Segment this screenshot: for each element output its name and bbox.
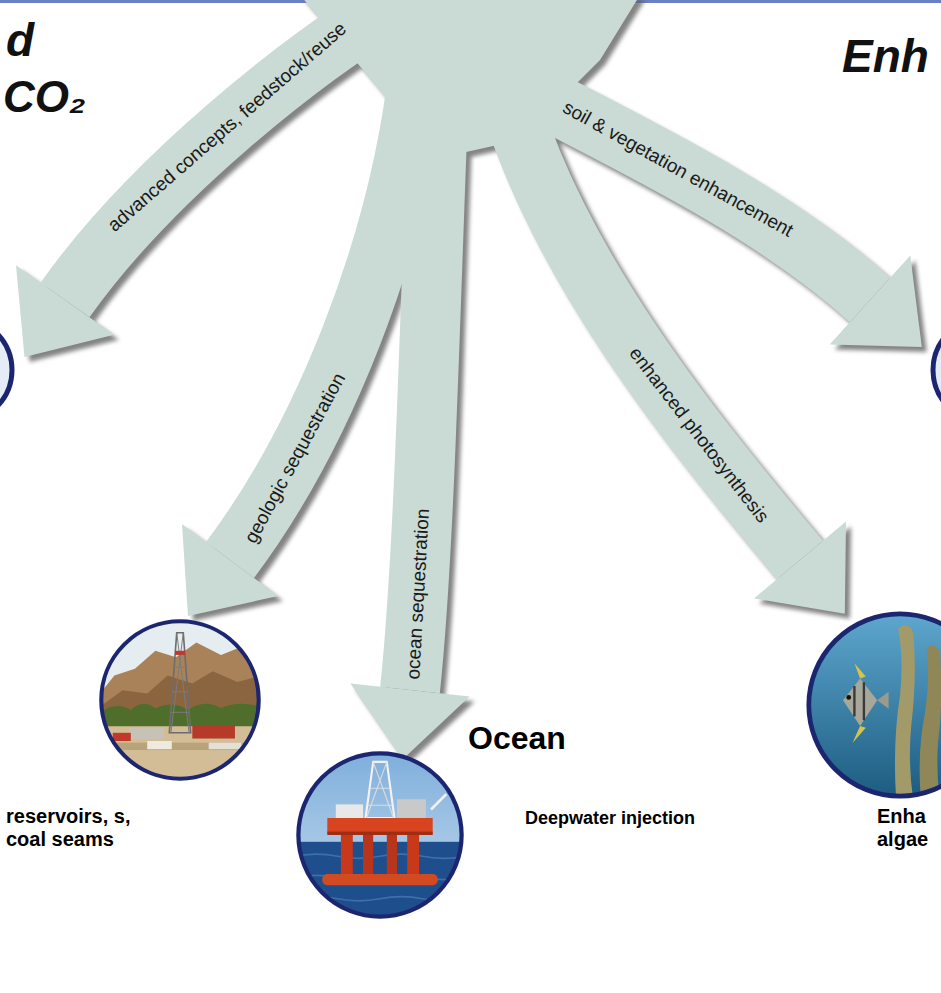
arrow-label: advanced concepts, feedstock/reuse: [103, 18, 350, 236]
equipment: [129, 728, 163, 739]
sky: [295, 750, 465, 920]
circle-outline: [809, 614, 941, 796]
arrowhead: [830, 256, 922, 347]
drilling-site-photo: [98, 618, 262, 782]
node-caption: reservoirs, s, coal seams: [6, 805, 151, 851]
pontoon: [322, 874, 438, 885]
node-caption: Deepwater injection: [525, 808, 695, 829]
fish-eye: [846, 695, 851, 700]
photo-content: [98, 618, 262, 784]
circle-outline: [101, 621, 258, 778]
derrick: [366, 762, 395, 818]
ground-band: [98, 743, 262, 750]
arrowhead: [16, 265, 114, 357]
derrick-braces: [366, 762, 393, 818]
fish-fin: [853, 663, 866, 743]
offshore-rig-photo: [295, 750, 465, 920]
deck-module: [336, 804, 363, 818]
photo-content: [295, 750, 465, 920]
trees: [98, 704, 262, 730]
equipment: [113, 733, 131, 741]
photo-content: [805, 610, 941, 800]
photo-circle: OceanDeepwater injection: [295, 750, 465, 920]
partial-circle: [0, 318, 12, 422]
heading-fragment: Enh: [842, 30, 929, 83]
column: [387, 835, 397, 876]
partial-circle: [933, 318, 941, 422]
equipment: [147, 741, 172, 749]
arrow-label: enhanced photosynthesis: [625, 343, 774, 527]
fish-tail: [877, 692, 888, 709]
arrowhead: [754, 522, 846, 614]
node-heading: Ocean: [468, 720, 566, 757]
deck-module: [397, 799, 426, 818]
column: [407, 835, 419, 876]
curved-arrow: [230, 60, 420, 560]
algae-stalk: [920, 645, 941, 800]
column: [341, 835, 353, 876]
fish-stripes: [854, 682, 864, 720]
photo-circle: reservoirs, s, coal seams: [98, 618, 262, 782]
arrowhead: [350, 684, 469, 760]
column: [363, 835, 373, 876]
flare-boom: [431, 794, 446, 809]
equipment: [192, 725, 235, 738]
deck-edge: [327, 832, 432, 835]
fish-body: [843, 678, 877, 726]
derrick-mark: [175, 651, 185, 655]
algae-stalk: [895, 625, 915, 800]
water: [805, 610, 941, 800]
photo-circle: Enha algae: [805, 610, 941, 800]
algae-photo: [805, 610, 941, 800]
heading-fragment: d: [6, 14, 34, 67]
deck: [327, 818, 432, 833]
sea: [295, 842, 465, 920]
derrick: [169, 633, 190, 733]
node-caption: Enha algae: [877, 805, 937, 851]
circle-outline: [298, 753, 461, 916]
heading-fragment: CO₂: [3, 72, 86, 123]
curved-arrow: [500, 60, 800, 560]
equipment: [209, 743, 242, 750]
derrick-braces: [171, 633, 189, 733]
